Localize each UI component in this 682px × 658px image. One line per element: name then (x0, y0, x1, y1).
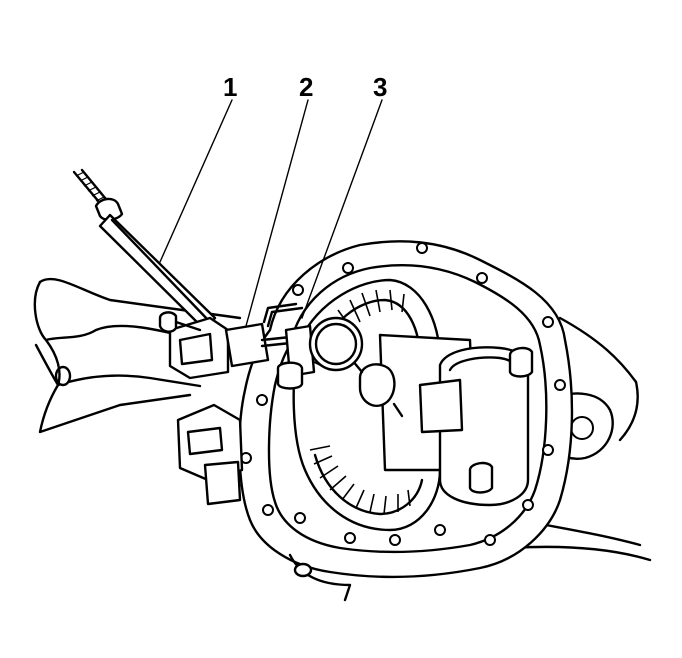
callout-3: 3 (373, 72, 387, 102)
callout-2: 2 (299, 72, 313, 102)
callout-1-leader (159, 99, 233, 263)
callout-2-leader (245, 99, 309, 327)
housing-mount (176, 403, 244, 506)
bearing-cap (418, 346, 534, 507)
rod-assembly (72, 168, 217, 332)
callout-1: 1 (223, 72, 237, 102)
callout-3-leader (301, 99, 383, 319)
dial-indicator (224, 302, 364, 390)
axle-housing-left (33, 277, 242, 434)
clamp (158, 311, 230, 380)
